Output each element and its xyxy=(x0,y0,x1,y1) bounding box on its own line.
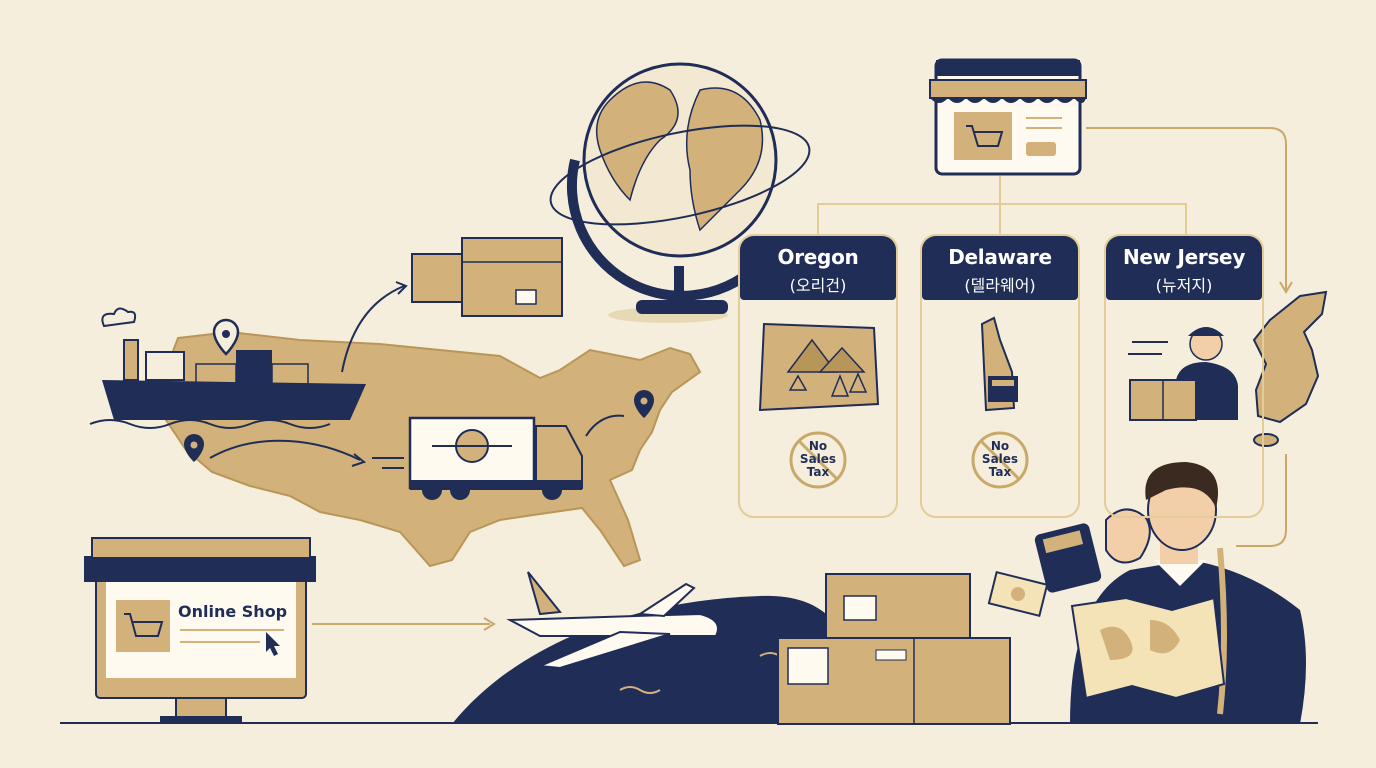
delaware-map-icon xyxy=(980,316,1018,412)
package-icon xyxy=(411,237,563,317)
airplane-icon xyxy=(506,571,719,670)
state-card-delaware: Delaware (델라웨어) xyxy=(920,234,1080,518)
state-card-new-jersey: New Jersey (뉴저지) xyxy=(1104,234,1264,518)
route-arrow xyxy=(341,285,405,373)
connector-arrow xyxy=(1086,127,1287,290)
location-pin-icon xyxy=(184,434,204,462)
badge-line: Tax xyxy=(988,465,1012,479)
badge-line: Tax xyxy=(806,465,830,479)
card-header: New Jersey (뉴저지) xyxy=(1106,236,1262,300)
state-card-oregon: Oregon (오리건) xyxy=(738,234,898,518)
state-name: Oregon xyxy=(777,245,859,269)
badge-line: Sales xyxy=(799,452,837,466)
calculator-icon xyxy=(1034,523,1102,593)
cargo-ship-icon xyxy=(89,307,366,429)
badge-line: No xyxy=(808,439,828,453)
korea-map-icon xyxy=(1252,290,1328,424)
card-header: Oregon (오리건) xyxy=(740,236,896,300)
location-pin-icon xyxy=(634,390,654,418)
no-tax-stamp-icon xyxy=(971,431,1029,489)
no-sales-tax-badge-delaware: No Sales Tax xyxy=(972,440,1028,479)
state-name: New Jersey xyxy=(1122,245,1246,269)
card-header: Delaware (델라웨어) xyxy=(922,236,1078,300)
badge-line: Sales xyxy=(981,452,1019,466)
delivery-person-icon xyxy=(1128,327,1238,421)
location-pin-icon xyxy=(212,318,240,356)
truck-icon xyxy=(372,416,583,500)
ocean-shape xyxy=(452,595,860,724)
package-icon xyxy=(777,573,1011,725)
route-arrow xyxy=(585,414,625,437)
no-tax-stamp-icon xyxy=(789,431,847,489)
oregon-map-icon xyxy=(758,322,880,412)
state-name: Delaware xyxy=(948,245,1052,269)
globe-icon xyxy=(549,62,811,323)
connector-lines xyxy=(817,176,1187,234)
map-icon xyxy=(1070,596,1226,700)
online-shop-label: Online Shop xyxy=(178,602,288,621)
computer-shop-icon xyxy=(84,537,316,724)
no-sales-tax-badge-oregon: No Sales Tax xyxy=(790,440,846,479)
storefront-icon xyxy=(929,58,1087,176)
state-name-korean: (오리건) xyxy=(789,276,847,295)
badge-line: No xyxy=(990,439,1010,453)
cash-icon xyxy=(987,570,1049,618)
state-name-korean: (뉴저지) xyxy=(1155,276,1213,295)
route-arrow xyxy=(209,439,361,461)
connector-line xyxy=(1236,454,1287,547)
state-name-korean: (델라웨어) xyxy=(964,276,1036,295)
